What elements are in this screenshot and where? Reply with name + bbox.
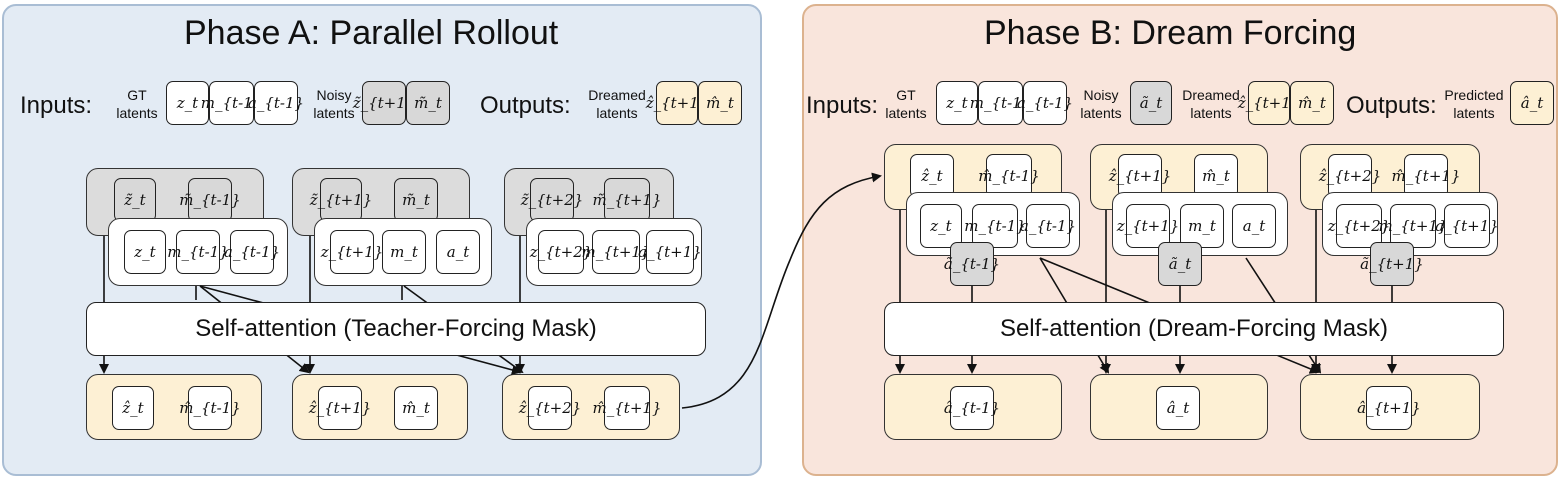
noisy-token: m̃_{t-1}	[179, 178, 241, 222]
gt-token: m_{t-1}	[964, 204, 1026, 248]
gt-token: m_t	[382, 230, 426, 274]
gt-token: m_{t+1}	[1379, 204, 1447, 248]
gt-token: m_t	[1180, 204, 1224, 248]
gt-token: m_{t-1}	[167, 230, 229, 274]
dream-forcing-attention: Self-attention (Dream-Forcing Mask)	[884, 302, 1504, 356]
dreamed-token: ẑ_{t+2}	[1319, 154, 1381, 198]
output-token: ẑ_{t+2}	[519, 386, 581, 430]
gt-token: a_t	[1232, 204, 1276, 248]
legend-token: ẑ_{t+1}	[1238, 81, 1300, 125]
output-token: m̂_{t+1}	[593, 386, 661, 430]
phase-b-inputs-label: Inputs:	[806, 92, 879, 119]
gt-token: z_t	[124, 230, 166, 274]
gt-token: a_{t-1}	[224, 230, 280, 274]
noisy-token: z̃_{t+1}	[310, 178, 372, 222]
legend-token: m̂_t	[698, 81, 742, 125]
dreamed-token: m̂_t	[1194, 154, 1238, 198]
legend-token: â_t	[1510, 81, 1554, 125]
output-token: ẑ_{t+1}	[309, 386, 371, 430]
gt-token: z_{t+1}	[1117, 204, 1179, 248]
gt-token: z_t	[920, 204, 962, 248]
noisy-token: m̃_{t+1}	[593, 178, 661, 222]
gt-token: z_{t+2}	[530, 230, 592, 274]
noisy-token: ã_{t-1}	[944, 242, 1000, 286]
gt-token: a_{t+1}	[638, 230, 702, 274]
phase-b-outputs-label: Outputs:	[1346, 92, 1437, 119]
legend-token: ẑ_{t+1}	[646, 81, 708, 125]
dreamed-token: ẑ_t	[910, 154, 954, 198]
gt-token: a_{t+1}	[1435, 204, 1499, 248]
noisy-token: z̃_t	[114, 178, 156, 222]
transfer-arrow	[681, 172, 882, 409]
phase-b-title: Phase B: Dream Forcing	[984, 14, 1357, 52]
legend-token: z̃_{t+1}	[353, 81, 415, 125]
legend-token: z_t	[936, 81, 978, 125]
noisy-token: z̃_{t+2}	[521, 178, 583, 222]
output-token: m̂_t	[394, 386, 438, 430]
dreamed-token: ẑ_{t+1}	[1109, 154, 1171, 198]
legend-token: a_{t-1}	[248, 81, 304, 125]
gt-token: a_t	[436, 230, 480, 274]
gt-token: m_{t+1}	[582, 230, 650, 274]
teacher-forcing-attention: Self-attention (Teacher-Forcing Mask)	[86, 302, 706, 356]
legend-token: m̃_t	[406, 81, 450, 125]
legend-token: ã_t	[1130, 81, 1172, 125]
noisy-token: ã_t	[1158, 242, 1202, 286]
output-token: ẑ_t	[112, 386, 154, 430]
output-token: â_{t+1}	[1357, 386, 1421, 430]
legend-token: z_t	[166, 81, 209, 125]
phase-a-outputs-label: Outputs:	[480, 92, 571, 119]
phase-a-inputs-label: Inputs:	[20, 92, 93, 119]
noisy-token: ã_{t+1}	[1360, 242, 1424, 286]
phase-a-title: Phase A: Parallel Rollout	[184, 14, 559, 52]
output-token: â_{t-1}	[944, 386, 1000, 430]
gt-token: z_{t+2}	[1328, 204, 1390, 248]
gt-token: a_{t-1}	[1020, 204, 1076, 248]
output-token: m̂_{t-1}	[179, 386, 241, 430]
legend-token: m_{t-1}	[970, 81, 1031, 125]
output-token: â_t	[1156, 386, 1200, 430]
legend-token: m̂_t	[1290, 81, 1334, 125]
legend-token: a_{t-1}	[1017, 81, 1073, 125]
gt-token: z_{t+1}	[321, 230, 383, 274]
legend-token: m_{t-1}	[201, 81, 262, 125]
